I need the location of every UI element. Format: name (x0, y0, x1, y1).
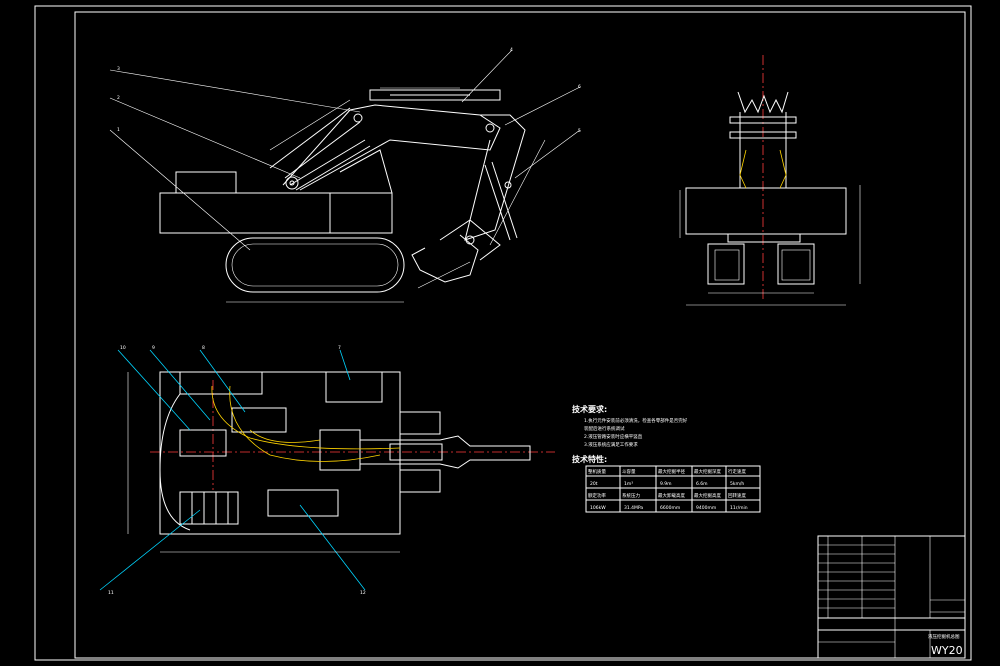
param-row2-4: 回转速度 (728, 492, 746, 499)
tech-requirements: 技术要求: 1.执行元件安装前必须清洗，检查各零部件是否完好 装配后进行系统调试… (572, 404, 688, 464)
param-row3-0: 106kW (590, 505, 606, 511)
balloon-5: 5 (578, 128, 581, 134)
drawing-name: 液压挖掘机总图 (928, 633, 960, 640)
bucket (411, 234, 479, 283)
param-row2-2: 最大卸载高度 (658, 492, 685, 499)
plan-view: 10 9 8 7 11 12 (99, 345, 555, 596)
side-view: 3 2 1 4 6 5 (109, 47, 581, 303)
balloon-7: 7 (338, 345, 341, 351)
param-row3-1: 31.4MPa (624, 505, 643, 511)
title-block: 液压挖掘机总图 WY20 (817, 535, 966, 659)
valve-block (231, 407, 287, 433)
inner-frame (74, 11, 966, 659)
house (159, 192, 393, 234)
cab (175, 171, 237, 194)
tech-params-title: 技术特性: (572, 454, 607, 464)
outer-frame (34, 5, 972, 661)
stick (464, 114, 526, 241)
tech-line-2: 装配后进行系统调试 (584, 425, 625, 432)
balloon-8: 8 (202, 345, 205, 351)
tech-line-1: 1.执行元件安装前必须清洗，检查各零部件是否完好 (584, 417, 688, 424)
param-row3-3: 9400mm (696, 505, 716, 511)
params-table: 整机质量 斗容量 最大挖掘半径 最大挖掘深度 行走速度 20t 1m³ 9.9m… (585, 465, 761, 513)
balloon-10: 10 (120, 345, 126, 351)
balloon-1: 1 (117, 127, 120, 133)
param-row1-4: 5km/h (730, 481, 744, 487)
balloon-11: 11 (108, 590, 114, 596)
param-header-4: 行走速度 (728, 468, 746, 475)
param-header-2: 最大挖掘半径 (658, 468, 685, 475)
balloon-3: 3 (117, 66, 120, 72)
balloon-9: 9 (152, 345, 155, 351)
radiator (179, 491, 239, 525)
platform (159, 371, 401, 535)
param-row1-0: 20t (590, 481, 598, 487)
balloon-4: 4 (510, 47, 513, 53)
tech-line-4: 3.液压系统应满足工作要求 (584, 441, 638, 448)
balloon-12: 12 (360, 590, 366, 596)
param-row2-1: 系统压力 (622, 492, 640, 499)
param-header-0: 整机质量 (588, 468, 606, 475)
param-header-1: 斗容量 (622, 468, 636, 475)
param-row2-0: 额定功率 (588, 492, 606, 499)
boom (282, 104, 501, 191)
param-row3-4: 11r/min (730, 505, 748, 511)
balloon-2: 2 (117, 95, 120, 101)
param-row2-3: 最大挖掘高度 (694, 492, 721, 499)
param-row3-2: 6600mm (660, 505, 680, 511)
tech-requirements-title: 技术要求: (572, 404, 607, 414)
drawing-code: WY20 (931, 644, 963, 657)
param-row1-1: 1m³ (624, 481, 633, 487)
tech-line-3: 2.液压管路安装时应横平竖直 (584, 433, 643, 440)
track-frame (225, 237, 405, 293)
param-row1-2: 9.9m (660, 481, 672, 487)
param-header-3: 最大挖掘深度 (694, 468, 721, 475)
balloon-6: 6 (578, 84, 581, 90)
param-row1-3: 6.6m (696, 481, 708, 487)
front-view (679, 55, 861, 306)
